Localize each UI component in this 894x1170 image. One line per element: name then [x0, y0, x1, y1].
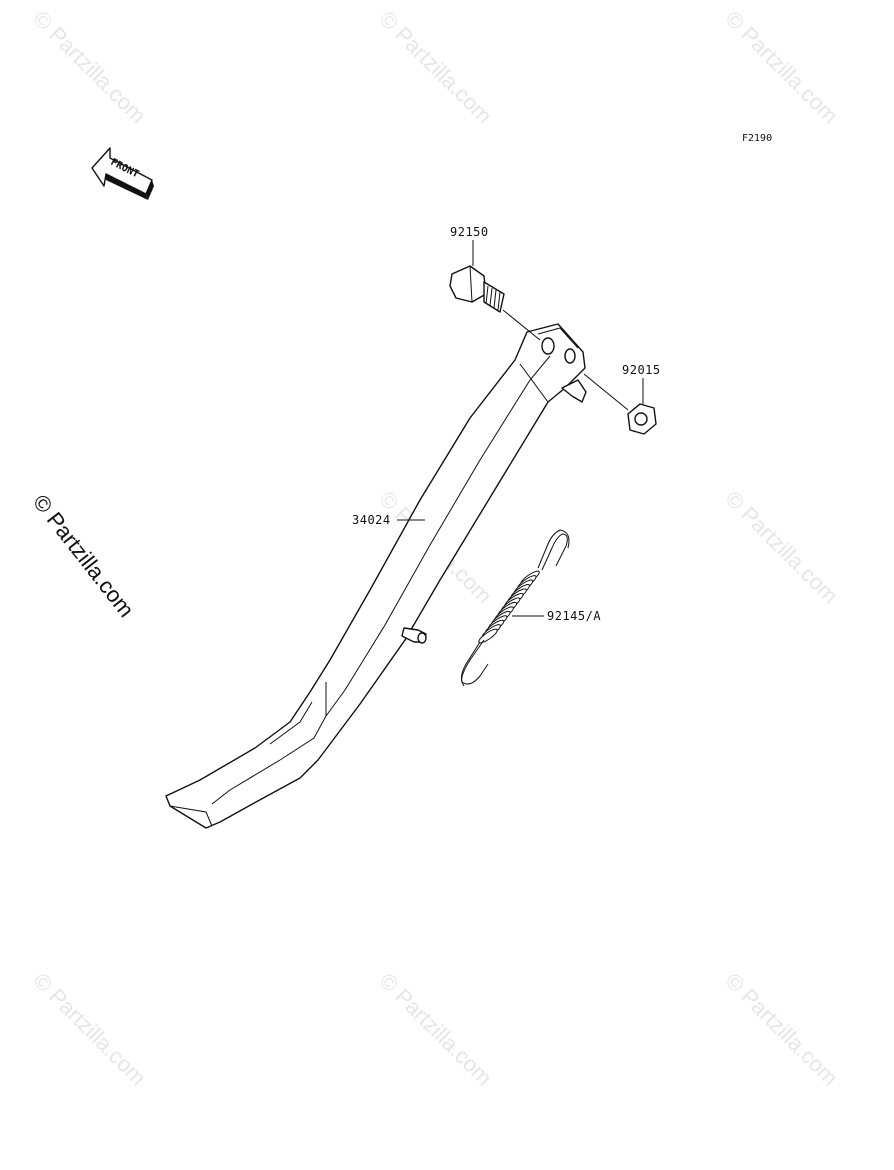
- spring-coil: [478, 628, 498, 644]
- bolt-icon: [449, 265, 505, 313]
- watermark-light: © Partzilla.com: [720, 6, 843, 129]
- part-number-92145a: 92145/A: [547, 609, 601, 623]
- part-number-92015: 92015: [622, 363, 661, 377]
- diagram-code: F2190: [742, 133, 772, 144]
- front-direction-arrow-icon: FRONT: [91, 147, 154, 200]
- side-stand-icon: [165, 323, 587, 829]
- watermark-light: © Partzilla.com: [374, 968, 497, 1091]
- spring-coils: [478, 570, 540, 644]
- watermark-light: © Partzilla.com: [720, 486, 843, 609]
- bolt-to-stand-leader: [502, 309, 541, 341]
- part-number-34024: 34024: [352, 513, 391, 527]
- watermark-dark: © Partzilla.com: [28, 490, 139, 622]
- watermark-light: © Partzilla.com: [28, 968, 151, 1091]
- spring-icon: [460, 529, 570, 687]
- watermark-light: © Partzilla.com: [374, 6, 497, 129]
- watermark-light: © Partzilla.com: [28, 6, 151, 129]
- nut-icon: [627, 403, 657, 435]
- nut-to-stand-leader: [583, 373, 629, 411]
- watermark-light: © Partzilla.com: [720, 968, 843, 1091]
- part-number-92150: 92150: [450, 225, 489, 239]
